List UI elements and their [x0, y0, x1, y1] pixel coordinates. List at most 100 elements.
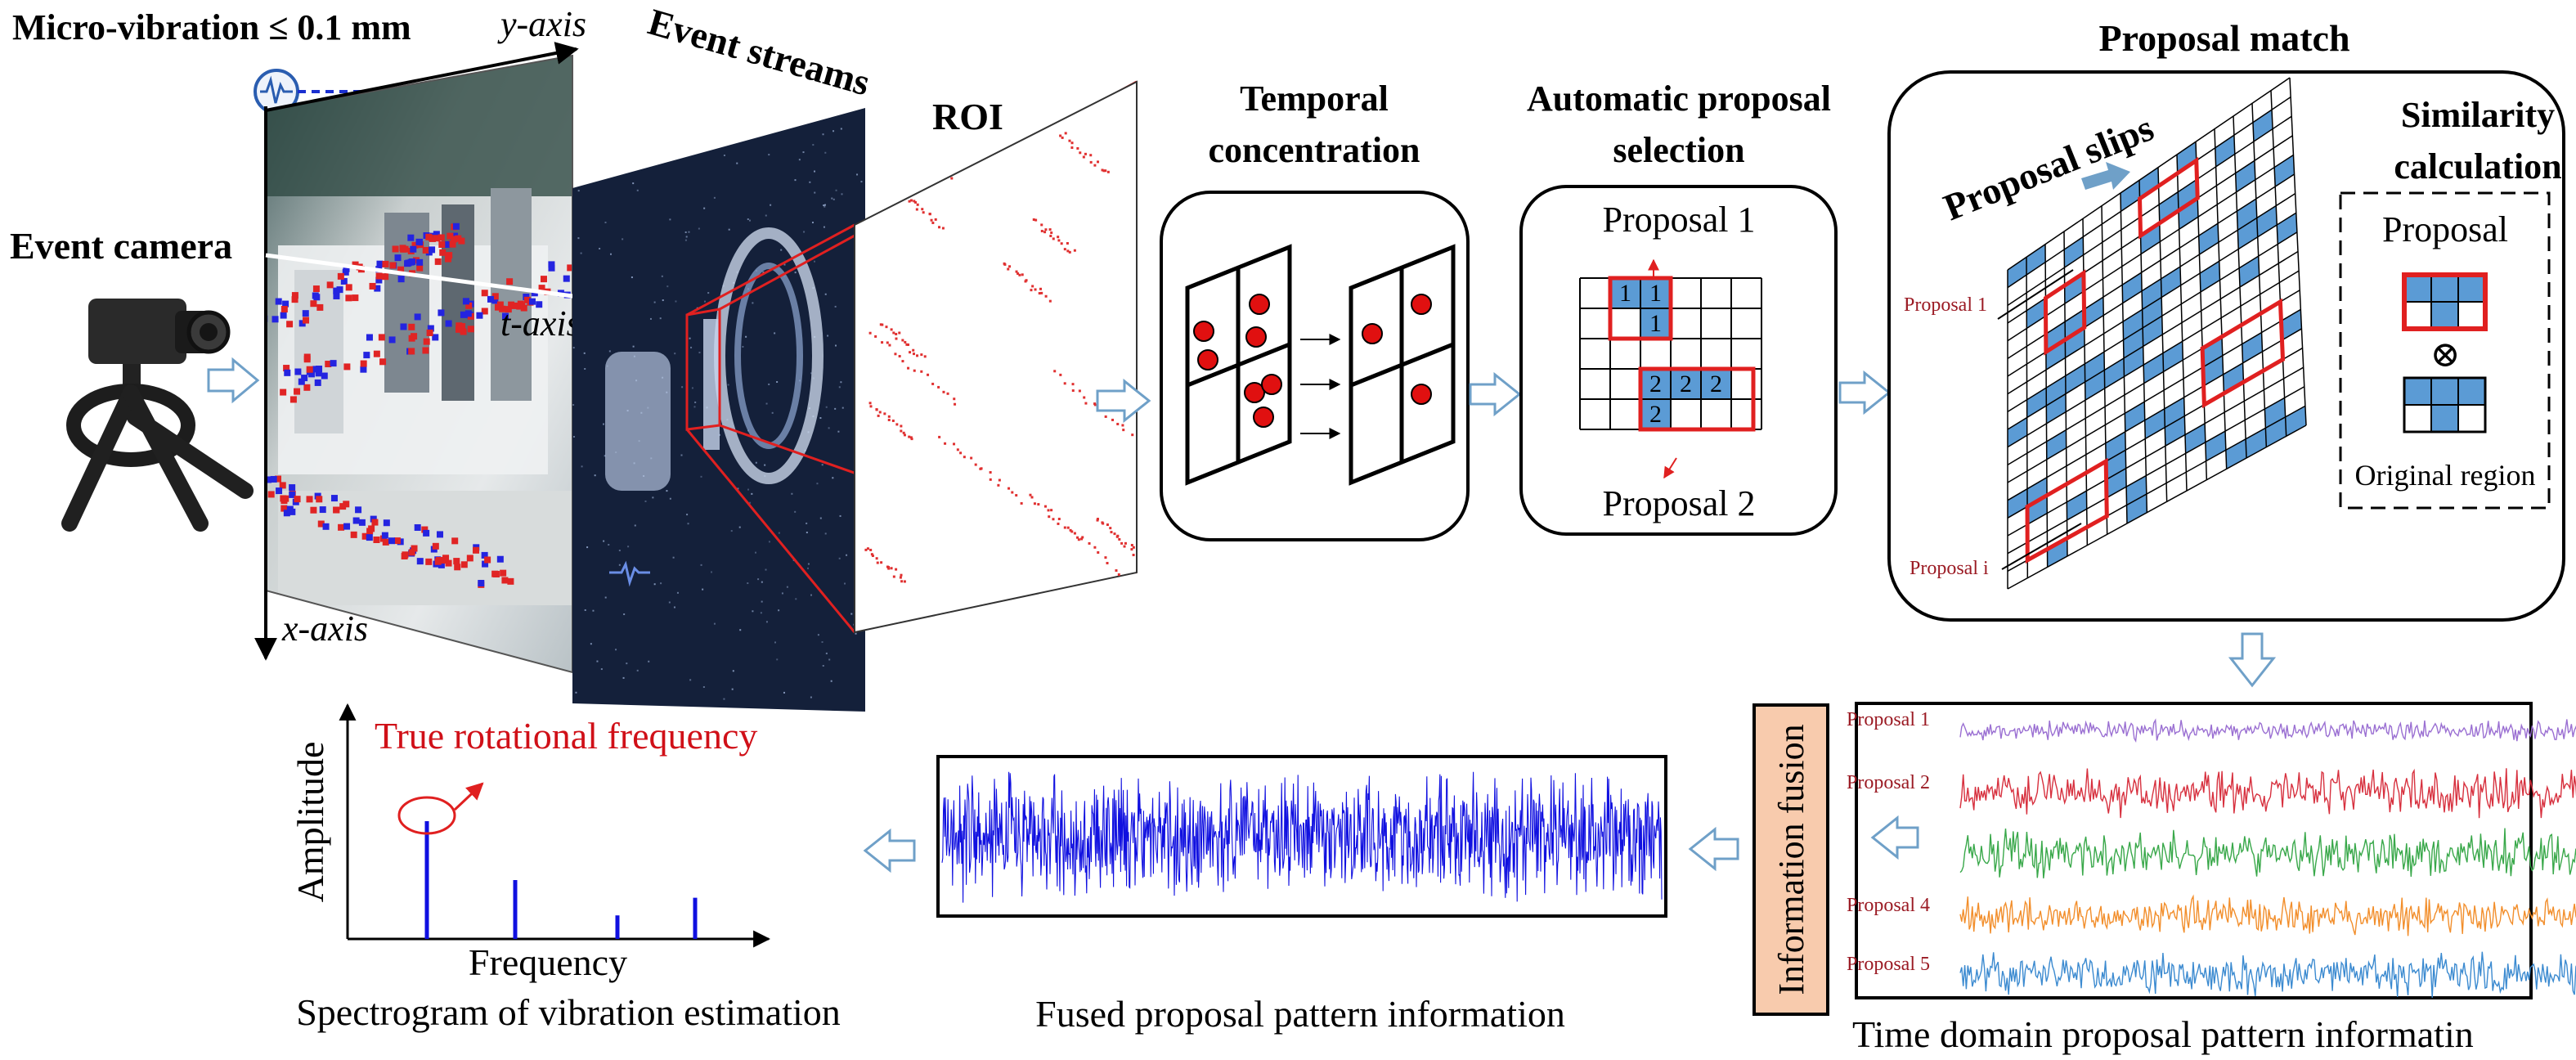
match-cell	[2106, 468, 2127, 498]
event-dot	[352, 294, 359, 302]
roi-dot	[915, 147, 918, 150]
event-dot	[394, 254, 402, 262]
event-dot	[375, 276, 383, 284]
stream-speck	[637, 124, 640, 126]
roi-dot	[1073, 249, 1076, 252]
time-series-2	[1959, 768, 2576, 819]
event-dot	[392, 245, 399, 253]
match-cell	[2008, 488, 2028, 519]
roi-dot	[878, 411, 882, 414]
match-cell	[2064, 272, 2085, 304]
time-domain-caption: Time domain proposal pattern informatin	[1852, 1013, 2474, 1055]
stream-speck	[668, 601, 671, 604]
mini-cell	[2431, 302, 2458, 329]
proposal-1-frame	[1608, 276, 1673, 341]
event-dot	[375, 272, 383, 280]
roi-dot	[1122, 429, 1125, 432]
roi-dot	[909, 199, 913, 202]
temporal-to-selection-arrow	[1469, 371, 1522, 417]
stream-speck	[713, 136, 716, 138]
event-dot	[378, 334, 385, 341]
event-dot	[366, 334, 373, 341]
sim-original-label: Original region	[2355, 459, 2536, 492]
event-dot	[339, 503, 347, 510]
roi-dot	[1147, 595, 1149, 597]
stream-speck	[723, 698, 725, 700]
event-dot	[465, 302, 473, 309]
stream-speck	[774, 641, 777, 644]
event-dot	[458, 237, 465, 245]
stream-speck	[830, 680, 832, 682]
event-dot	[280, 505, 288, 512]
match-cell	[2125, 402, 2145, 432]
match-cell	[2143, 316, 2163, 347]
stream-speck	[823, 226, 825, 228]
stream-speck	[654, 121, 657, 124]
event-dot	[283, 365, 290, 372]
time-series-3	[1959, 828, 2576, 878]
event-dot	[466, 555, 473, 562]
leader-line	[2001, 523, 2082, 570]
event-dot	[496, 301, 504, 308]
stream-speck	[798, 159, 801, 161]
stream-speck	[694, 401, 697, 403]
time-series-1	[1959, 718, 2576, 743]
event-dot	[442, 555, 450, 562]
event-dot	[464, 310, 472, 317]
proposal-match-box: Proposal slips Proposal 1 Proposal i Sim…	[1887, 70, 2565, 622]
roi-dot	[898, 331, 901, 335]
event-dot	[408, 549, 415, 556]
stream-speck	[823, 204, 825, 207]
roi-dot	[1156, 600, 1158, 602]
match-cell	[2179, 198, 2198, 230]
event-dot	[294, 388, 301, 395]
event-dot	[481, 308, 488, 315]
stream-speck	[810, 696, 812, 698]
roi-dot	[903, 194, 906, 197]
roi-dot	[869, 405, 873, 408]
roi-dot	[1073, 532, 1076, 535]
stream-speck	[690, 346, 693, 348]
stream-speck	[738, 116, 741, 119]
fusion-to-fused-arrow	[1688, 826, 1739, 872]
event-dot	[272, 316, 279, 323]
event-dot	[429, 246, 436, 254]
stream-speck	[786, 586, 788, 588]
match-cell	[2123, 309, 2143, 340]
match-row1-label: Proposal 1	[1904, 294, 1987, 316]
leader-line	[1997, 269, 2074, 320]
match-grid-line	[2007, 424, 2307, 590]
event-dot	[345, 294, 352, 302]
roi-dot	[909, 140, 912, 143]
event-dot	[548, 261, 555, 268]
stream-speck	[649, 317, 652, 320]
roi-dot	[1066, 241, 1069, 245]
roi-dot	[1020, 501, 1023, 505]
proposal-frame	[2043, 269, 2087, 356]
mini-cell	[2404, 275, 2431, 302]
stream-speck	[674, 353, 676, 355]
roi-dot	[1003, 263, 1007, 266]
roi-dot	[868, 331, 872, 335]
stream-speck	[590, 643, 592, 645]
event-dot	[321, 372, 328, 380]
roi-dot	[1097, 550, 1100, 554]
roi-dot	[914, 200, 918, 204]
roi-dot	[963, 456, 966, 459]
event-dot	[456, 326, 463, 333]
match-grid-line	[2007, 270, 2300, 448]
fused-to-spectrum-arrow	[863, 828, 916, 874]
roi-dot	[1117, 573, 1120, 577]
roi-dot	[943, 167, 946, 170]
stream-speck	[702, 685, 705, 688]
match-cell	[2085, 370, 2105, 401]
match-grid-line	[2007, 154, 2294, 342]
stream-speck	[794, 272, 797, 274]
event-dot	[433, 231, 440, 238]
event-dot	[407, 234, 415, 241]
match-cell	[2027, 495, 2048, 525]
stream-speck	[844, 582, 846, 585]
event-dot	[499, 305, 506, 312]
stream-speck	[698, 352, 701, 354]
stream-speck	[673, 606, 675, 609]
